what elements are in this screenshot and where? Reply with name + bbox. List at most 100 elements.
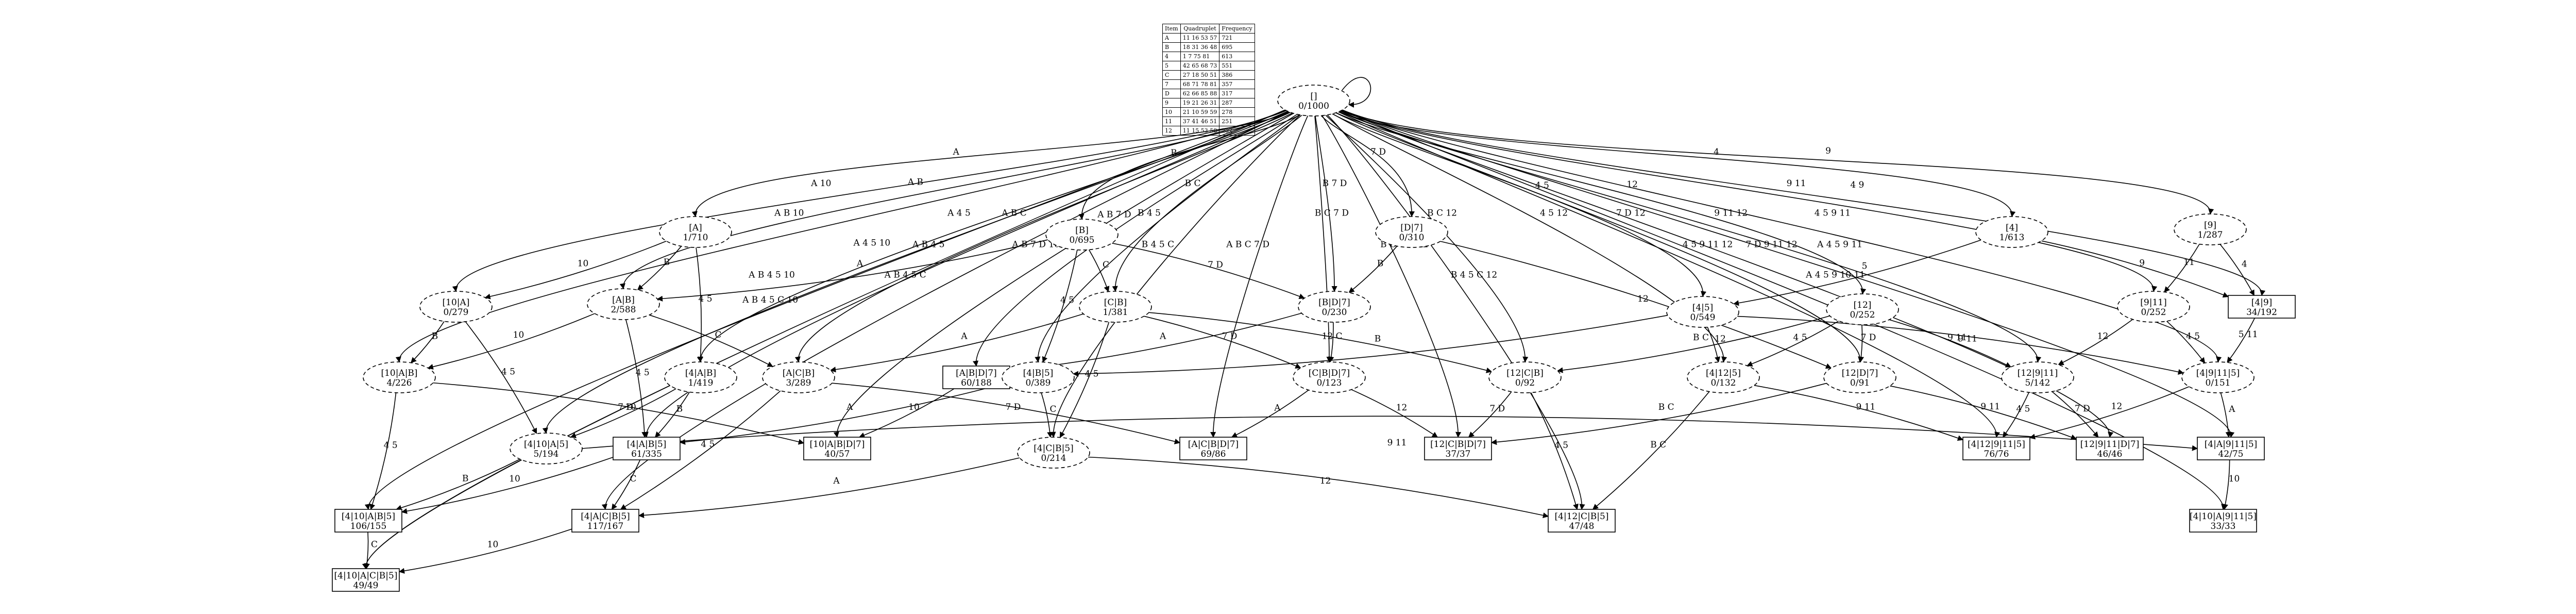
edge-N4B5-to-N4CB5: C — [1041, 392, 1057, 438]
edge-ACB-to-N4ACB5: 4 5 — [620, 390, 781, 510]
edge-line — [1088, 456, 1549, 519]
node-count-label: 0/549 — [1690, 312, 1716, 323]
edge-label: B C — [1185, 178, 1201, 189]
edge-line — [2029, 386, 2190, 440]
edge-label: B — [432, 331, 438, 342]
edge-line — [2222, 459, 2230, 510]
edge-label: 7 D — [1861, 333, 1876, 343]
edge-label: A — [1274, 403, 1281, 413]
node-itemset-label: [A|C|B|D|7] — [1188, 439, 1239, 450]
node-itemset-label: [12|C|B|D|7] — [1430, 439, 1486, 450]
legend-item-cell: 12 — [1162, 126, 1181, 136]
edge-N12CB-to-N12CBD7: 7 D — [1468, 391, 1512, 438]
node-N10ABD7: [10|A|B|D|7]40/57 — [803, 437, 871, 460]
edge-line — [832, 383, 1181, 444]
node-solid-box — [571, 509, 639, 533]
node-count-label: 106/155 — [350, 521, 387, 532]
edge-label: 4 5 — [2186, 331, 2200, 342]
edge-line — [1335, 109, 2042, 363]
edge-BD7-to-CBD7: C — [1328, 322, 1343, 363]
node-N10AB: [10|A|B]4/226 — [363, 361, 436, 393]
edge-line — [398, 528, 572, 574]
edge-label: B C — [1693, 333, 1709, 343]
node-N12CBD7: [12|C|B|D|7]37/37 — [1424, 437, 1492, 460]
node-solid-box — [2228, 295, 2296, 319]
node-count-label: 0/123 — [1317, 378, 1342, 388]
edge-line — [582, 416, 2198, 451]
node-dashed-ellipse — [1277, 85, 1350, 117]
edge-N12-to-N4125: 4 5 — [1747, 320, 1839, 367]
edge-root-to-N49115: 4 5 9 11 — [1341, 109, 2222, 363]
edge-line — [830, 313, 1084, 373]
node-itemset-label: [10|A|B|D|7] — [809, 439, 865, 450]
edge-line — [833, 109, 1300, 438]
node-N4ACB5: [4|A|C|B|5]117/167 — [571, 509, 639, 533]
node-dashed-ellipse — [1975, 216, 2048, 248]
edge-label: 7 D — [1006, 402, 1021, 412]
node-solid-box — [1548, 509, 1616, 533]
edge-line — [427, 313, 595, 370]
node-itemset-label: [4|12|5] — [1706, 368, 1741, 378]
edge-line — [2227, 318, 2256, 363]
edge-label: A B — [907, 177, 923, 188]
node-solid-box — [2076, 437, 2144, 460]
edge-label: A B 4 5 — [912, 240, 945, 250]
node-N12911D7: [12|9|11|D|7]46/46 — [2076, 437, 2144, 460]
edge-root-to-ACB: A B C — [794, 109, 1299, 363]
edge-N45-to-N49115: 9 11 — [1737, 316, 2184, 375]
edge-label: 7 D — [2075, 404, 2090, 414]
node-N4AB: [4|A|B]1/419 — [664, 361, 737, 393]
edge-line — [395, 109, 1287, 363]
edge-line — [1733, 239, 1981, 306]
edge-line — [364, 532, 370, 570]
edge-D7-to-N12D7: 12 — [1440, 241, 1832, 369]
edge-label: B — [462, 473, 469, 484]
node-dashed-ellipse — [1293, 361, 1366, 393]
edge-label: 12 — [1320, 476, 1331, 486]
edge-root-to-N4125: 4 5 12 — [1326, 109, 1727, 363]
node-dashed-ellipse — [1045, 219, 1118, 251]
node-N410A5: [4|10|A|5]5/194 — [510, 433, 583, 464]
edge-label: 4 5 — [701, 439, 715, 450]
edge-label: A 4 5 9 11 — [1817, 240, 1862, 250]
legend-quadruplet-cell: 18 31 36 48 — [1180, 42, 1220, 52]
edge-line — [2166, 321, 2206, 363]
node-count-label: 61/335 — [631, 449, 662, 459]
node-itemset-label: [4|A|B] — [685, 368, 716, 378]
edge-label: 4 5 9 11 12 — [1683, 240, 1733, 250]
node-itemset-label: [4|10|A|C|B|5] — [334, 571, 398, 581]
node-itemset-label: [4|10|A|B|5] — [342, 511, 395, 522]
legend-frequency-cell: 721 — [1219, 33, 1255, 43]
edge-line — [570, 388, 676, 438]
edge-label: A 4 5 10 — [853, 238, 891, 248]
node-count-label: 42/75 — [2218, 449, 2244, 459]
node-dashed-ellipse — [1002, 361, 1075, 393]
node-count-label: 5/194 — [534, 449, 559, 459]
edge-AB-to-N4AB5: 4 5 — [625, 319, 650, 438]
edge-label: B C — [1650, 440, 1666, 450]
node-itemset-label: [4] — [2006, 223, 2018, 233]
node-count-label: 0/91 — [1850, 378, 1870, 388]
node-ABD7: [A|B|D|7]60/188 — [942, 366, 1010, 389]
edge-N12CB-to-N412CB5: 4 5 — [1530, 392, 1579, 510]
edge-label: C — [630, 474, 636, 484]
edge-label: C — [1049, 404, 1056, 414]
edge-N10A-to-N10AB: B — [410, 321, 445, 363]
edge-line — [401, 457, 614, 514]
node-dashed-ellipse — [1666, 296, 1739, 328]
edge-line — [611, 459, 641, 510]
edge-line — [654, 392, 690, 438]
edge-label: 9 11 12 — [1714, 208, 1748, 218]
edge-line — [452, 109, 1289, 292]
edge-A-to-AB: B — [637, 246, 682, 291]
edge-CBD7-to-N12CBD7: 12 — [1351, 389, 1438, 438]
edge-N49115-to-N412911_5: 12 — [2029, 386, 2190, 440]
edge-label: A — [960, 331, 968, 342]
edge-label: 4 5 — [1060, 295, 1074, 306]
edge-label: B 7 D — [1323, 178, 1347, 189]
node-itemset-label: [12|9|11] — [2018, 368, 2058, 378]
edge-label: A 10 — [810, 178, 831, 189]
node-itemset-label: [C|B] — [1104, 297, 1127, 308]
edge-label: 4 5 9 11 — [1815, 208, 1851, 218]
